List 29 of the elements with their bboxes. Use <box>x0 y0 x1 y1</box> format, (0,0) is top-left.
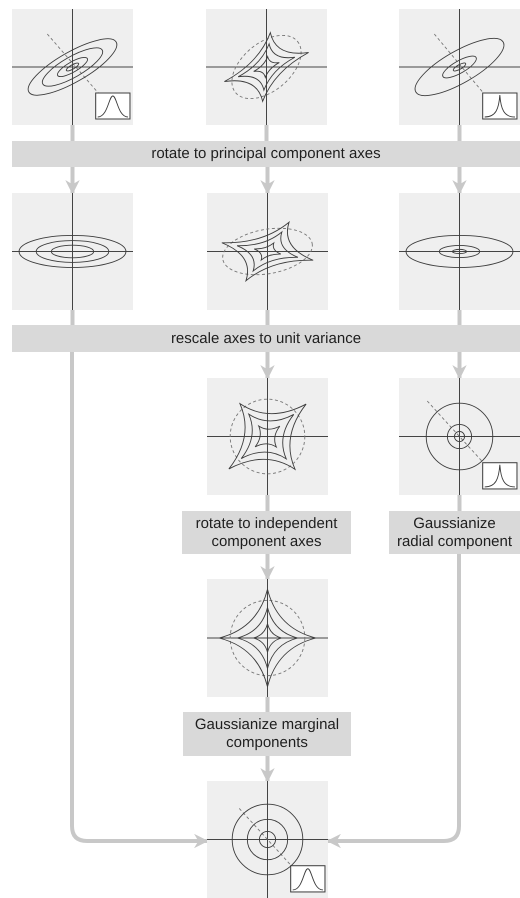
arrow <box>65 167 80 194</box>
arrow <box>326 554 461 848</box>
step-label: Gaussianize marginal components <box>194 716 340 752</box>
arrow <box>260 756 275 782</box>
step-label: Gaussianize radial component <box>396 514 514 550</box>
step-band <box>183 712 351 756</box>
contour-plot-drawing <box>207 193 328 310</box>
arrow <box>260 554 275 580</box>
arrow <box>452 167 467 194</box>
arrow <box>452 352 467 380</box>
step-band <box>389 511 520 554</box>
contour-plot-drawing <box>207 781 328 898</box>
arrow <box>70 352 208 848</box>
arrow <box>260 352 275 380</box>
contour-plot-drawing <box>399 193 520 310</box>
contour-plot-drawing <box>207 579 328 697</box>
arrow <box>260 167 275 194</box>
step-label: rotate to principal component axes <box>151 145 381 163</box>
step-label: rescale axes to unit variance <box>170 330 362 348</box>
contour-plot-drawing <box>207 378 328 495</box>
contour-plot-drawing <box>12 193 133 310</box>
step-band <box>182 511 351 554</box>
contour-plot-drawing <box>399 9 520 125</box>
step-label: rotate to independent component axes <box>194 514 338 550</box>
step-band <box>12 325 520 352</box>
step-band <box>12 141 520 167</box>
contour-plot-drawing <box>12 9 133 125</box>
contour-plot-drawing <box>206 9 327 125</box>
contour-plot-drawing <box>399 378 520 495</box>
